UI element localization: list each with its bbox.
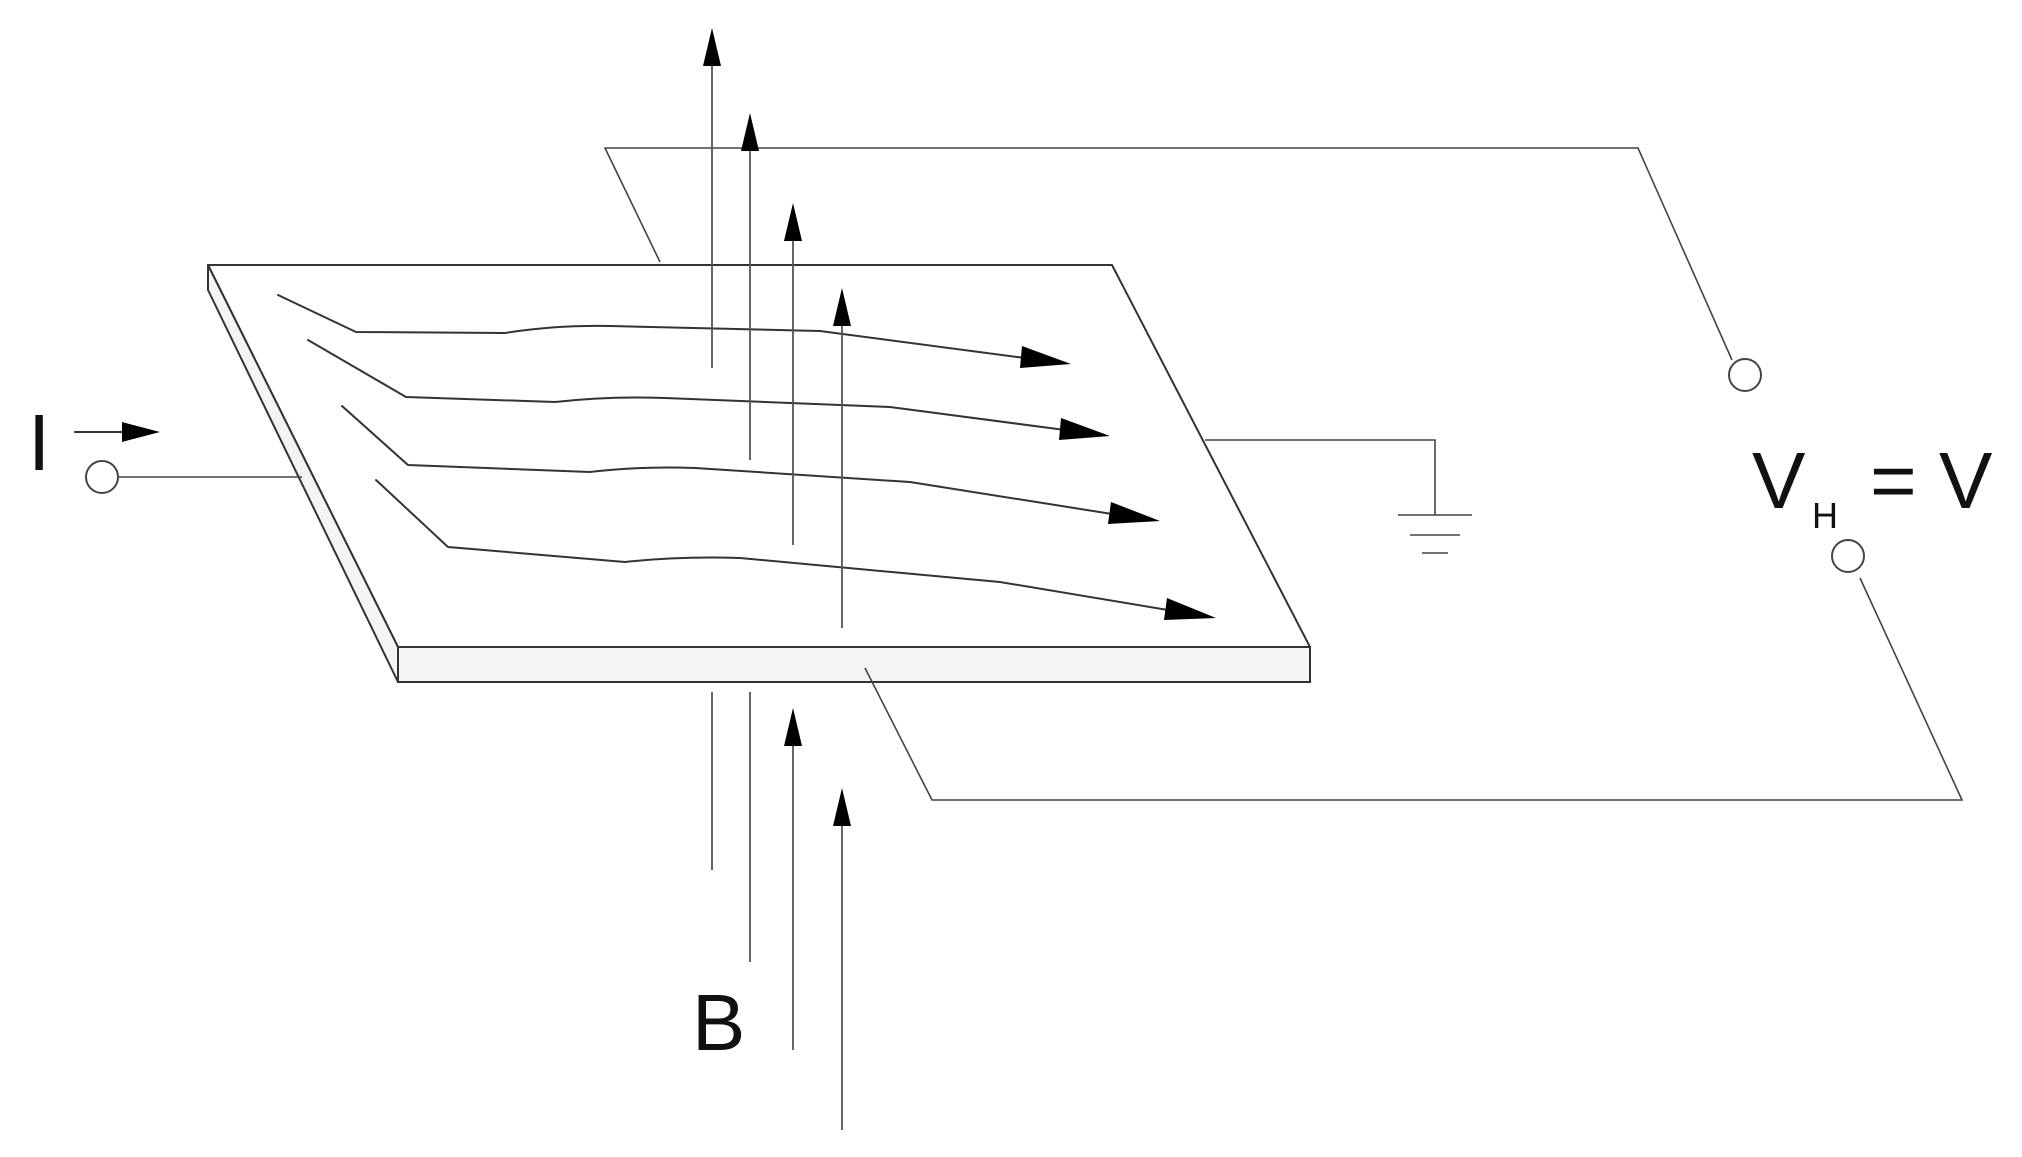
conducting-plate-front-edge	[397, 646, 1311, 683]
hall-voltage-terminal-top	[1728, 358, 1762, 392]
magnetic-field-lines-lower	[711, 692, 851, 1130]
hall-voltage-equals: = V	[1870, 436, 1993, 525]
current-flow-lines	[277, 294, 1216, 620]
hall-voltage-subscript: H	[1812, 495, 1838, 536]
current-flow-line	[307, 339, 1066, 431]
field-arrowhead	[784, 203, 802, 241]
field-arrowhead	[833, 788, 851, 826]
current-input: I	[28, 398, 302, 494]
current-input-terminal	[85, 460, 119, 494]
field-arrowhead	[741, 113, 759, 151]
magnetic-field-label: B	[692, 978, 745, 1067]
field-arrowhead	[703, 28, 721, 66]
field-arrowhead	[833, 288, 851, 326]
current-direction-arrowhead	[122, 422, 160, 442]
current-arrowhead	[1020, 346, 1071, 368]
magnetic-field-lines-upper	[703, 28, 851, 628]
hall-voltage-terminal-bottom	[1831, 539, 1865, 573]
current-arrowhead	[1164, 598, 1216, 620]
current-arrowhead	[1108, 502, 1160, 524]
current-flow-line	[277, 294, 1026, 359]
current-flow-line	[375, 479, 1169, 611]
hall-voltage-circuit-top	[603, 147, 1762, 392]
current-flow-line	[341, 405, 1113, 515]
ground-connection	[1205, 439, 1472, 554]
hall-voltage-circuit-bottom	[864, 539, 1964, 801]
conducting-plate-top-face	[207, 264, 1311, 648]
current-label: I	[28, 398, 50, 487]
hall-voltage-label: V H = V	[1752, 436, 1993, 536]
current-arrowhead	[1059, 418, 1110, 440]
hall-voltage-symbol: V	[1752, 436, 1806, 525]
field-arrowhead	[784, 708, 802, 746]
